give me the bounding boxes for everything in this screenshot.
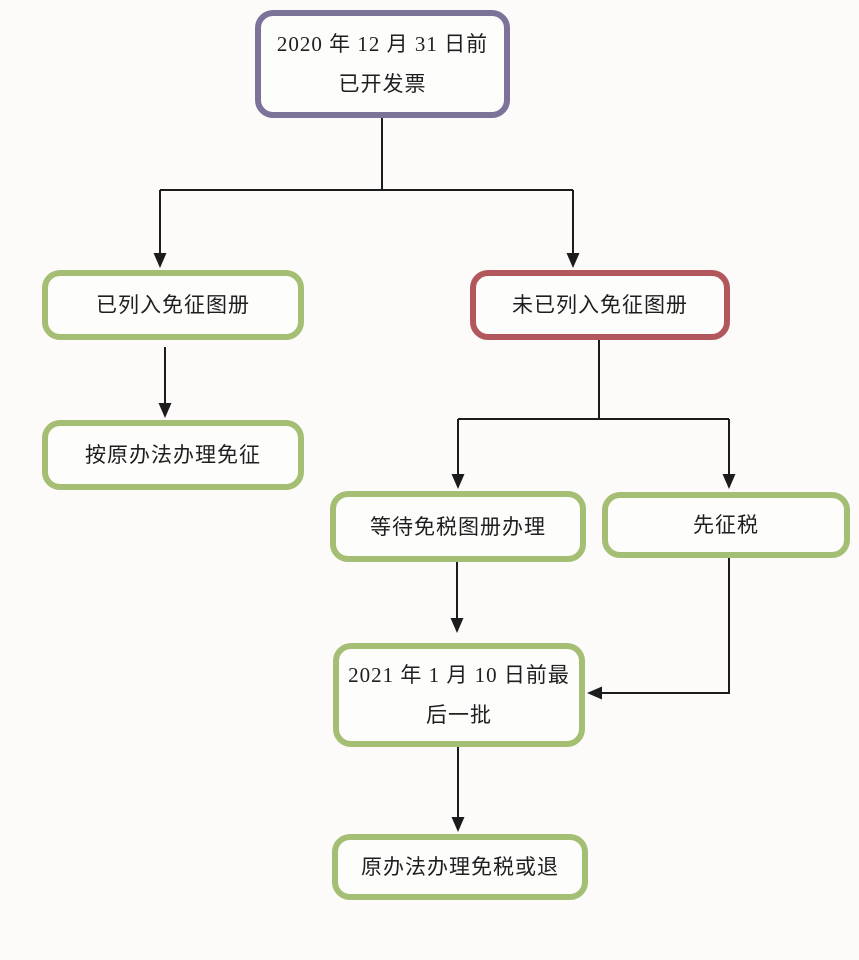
arrowhead-listed [153,253,167,268]
arrowhead-not-listed [566,253,580,268]
arrowhead-last-batch-top [450,618,464,633]
arrowhead-wait-album [451,474,465,489]
node-last-batch-line2: 后一批 [426,703,492,727]
node-wait-exempt-album-processing: 等待免税图册办理 [330,491,586,562]
node-wait-album-label: 等待免税图册办理 [370,514,546,539]
arrowhead-tax-first [722,474,736,489]
node-invoiced-before-2020-12-31: 2020 年 12 月 31 日前 已开发票 [255,10,510,118]
node-original-method-exemption: 按原办法办理免征 [42,420,304,490]
node-last-batch-before-2021-01-10: 2021 年 1 月 10 日前最 后一批 [333,643,585,747]
node-listed-in-exempt-album: 已列入免征图册 [42,270,304,340]
node-not-listed-label: 未已列入免征图册 [512,293,688,317]
node-final-exempt-refund-label: 原办法办理免税或退 [361,855,559,879]
node-tax-first-label: 先征税 [693,513,759,537]
node-listed-label: 已列入免征图册 [96,293,250,317]
connector-tax-first-to-last-batch [601,558,730,694]
node-last-batch-line1: 2021 年 1 月 10 日前最 [348,663,570,687]
node-tax-first: 先征税 [602,492,850,558]
node-original-exempt-label: 按原办法办理免征 [85,443,261,467]
node-original-method-exempt-or-refund: 原办法办理免税或退 [332,834,588,900]
arrowhead-final [451,817,465,832]
node-not-listed-in-exempt-album: 未已列入免征图册 [470,270,730,340]
arrowhead-last-batch-right [587,686,602,700]
arrowhead-original [158,403,172,418]
node-invoiced-line2: 已开发票 [338,72,427,96]
node-invoiced-line1: 2020 年 12 月 31 日前 [276,32,489,56]
